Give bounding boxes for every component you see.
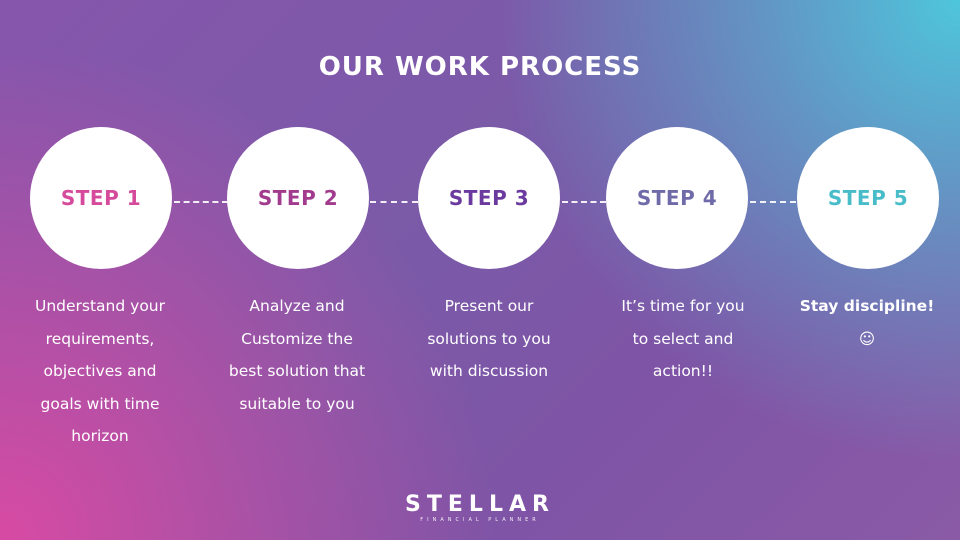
step-1-circle: STEP 1 (30, 127, 172, 269)
connector-3-4 (562, 201, 606, 203)
step-4-description: It’s time for you to select and action!! (621, 297, 745, 380)
connector-2-3 (370, 201, 418, 203)
step-5-label: STEP 5 (827, 186, 909, 210)
step-1-label: STEP 1 (60, 186, 142, 210)
logo-name: STELLAR (405, 492, 555, 517)
step-5-circle: STEP 5 (797, 127, 939, 269)
page-title: OUR WORK PROCESS (318, 52, 642, 82)
step-3-label: STEP 3 (448, 186, 530, 210)
stellar-logo: STELLAR FINANCIAL PLANNER (0, 494, 960, 524)
step-2-label: STEP 2 (257, 186, 339, 210)
step-3-description: Present our solutions to you with discus… (427, 297, 551, 380)
connector-1-2 (174, 201, 228, 203)
logo-tagline: FINANCIAL PLANNER (420, 517, 540, 523)
step-3-circle: STEP 3 (418, 127, 560, 269)
step-4-label: STEP 4 (636, 186, 718, 210)
step-1-description: Understand your requirements, objectives… (34, 297, 165, 445)
step-2-circle: STEP 2 (227, 127, 369, 269)
step-5-description: Stay discipline! ☺ (799, 297, 935, 348)
step-4-circle: STEP 4 (606, 127, 748, 269)
connector-4-5 (750, 201, 796, 203)
step-2-description: Analyze and Customize the best solution … (228, 297, 366, 413)
